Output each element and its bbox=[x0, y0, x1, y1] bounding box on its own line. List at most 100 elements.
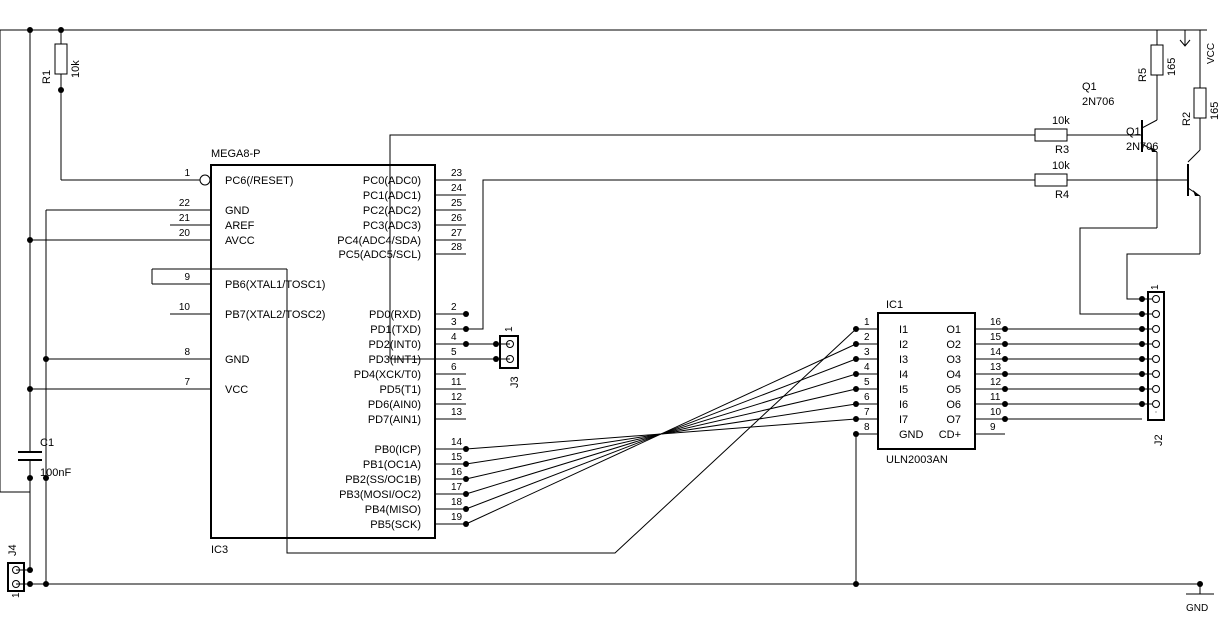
ic3-pin-label: PB0(ICP) bbox=[375, 444, 421, 456]
j2-pin-icon bbox=[1152, 295, 1160, 303]
ic3-pin-label: PC4(ADC4/SDA) bbox=[337, 235, 421, 247]
q1-value: 2N706 bbox=[1082, 96, 1114, 108]
c1-name: C1 bbox=[40, 437, 54, 449]
r1-name: R1 bbox=[41, 70, 53, 84]
r2-value: 165 bbox=[1209, 102, 1221, 120]
ic3-pin-number: 20 bbox=[179, 228, 191, 239]
pin-junction bbox=[1002, 386, 1008, 392]
ic3-pin-label: GND bbox=[225, 205, 250, 217]
ic3-pin-label: PB6(XTAL1/TOSC1) bbox=[225, 279, 325, 291]
pin-junction bbox=[853, 326, 859, 332]
ic3-pin-label: PD7(AIN1) bbox=[368, 414, 421, 426]
j2-name: J2 bbox=[1153, 434, 1165, 446]
ic3-pin-number: 13 bbox=[451, 407, 463, 418]
ic3-pin-label: PB1(OC1A) bbox=[363, 459, 421, 471]
pin-junction bbox=[1002, 371, 1008, 377]
ic1-pin-label: O4 bbox=[946, 369, 961, 381]
ic3-pin-label: PD3(INT1) bbox=[368, 354, 421, 366]
ic3-left-pins: 1PC6(/RESET)22GND21AREF20AVCC9PB6(XTAL1/… bbox=[170, 168, 325, 396]
vcc-symbol: VCC bbox=[1193, 29, 1217, 75]
ic3-pin-number: 5 bbox=[451, 347, 457, 358]
r1-value: 10k bbox=[70, 60, 82, 78]
pb-to-uln-wires bbox=[465, 343, 857, 525]
pin-junction bbox=[1002, 326, 1008, 332]
resistor-r4: 10k R4 bbox=[466, 160, 1188, 330]
r3-name: R3 bbox=[1055, 144, 1069, 156]
capacitor-c1: C1 100nF bbox=[18, 30, 71, 492]
j3-pin1: 1 bbox=[504, 326, 515, 332]
ic3-pin-label: AVCC bbox=[225, 235, 255, 247]
ic3-pin-label: PD2(INT0) bbox=[368, 339, 421, 351]
q-outputs bbox=[1079, 227, 1200, 315]
ic1-pin-label: I4 bbox=[899, 369, 908, 381]
arrow-down-icon bbox=[1179, 30, 1191, 47]
ic1-pin-number: 5 bbox=[864, 377, 870, 388]
ic1-pin-label: I2 bbox=[899, 339, 908, 351]
ic3-pin-number: 16 bbox=[451, 467, 463, 478]
ic3-pin-number: 25 bbox=[451, 198, 463, 209]
ic3-pin-number: 1 bbox=[184, 168, 190, 179]
ic3-pin-number: 12 bbox=[451, 392, 463, 403]
ic1-pin-number: 15 bbox=[990, 332, 1002, 343]
j2-pin-icon bbox=[1152, 400, 1160, 408]
ic1-pin-label: O3 bbox=[946, 354, 961, 366]
ic1-pin-number: 6 bbox=[864, 392, 870, 403]
ic3-pin-label: PC3(ADC3) bbox=[363, 220, 421, 232]
ic1-pin-label: GND bbox=[899, 429, 924, 441]
ic3-pin-label: PD0(RXD) bbox=[369, 309, 421, 321]
pin-junction bbox=[1002, 416, 1008, 422]
j2-pin-icon bbox=[1152, 385, 1160, 393]
ic3-pin-number: 26 bbox=[451, 213, 463, 224]
ic3-pin-label: PC0(ADC0) bbox=[363, 175, 421, 187]
pb6-loop bbox=[151, 268, 857, 554]
ic1-pin-number: 3 bbox=[864, 347, 870, 358]
vcc-label: VCC bbox=[1206, 43, 1217, 64]
j4-pin1: 1 bbox=[11, 592, 22, 598]
ic1-pin-number: 1 bbox=[864, 317, 870, 328]
j2-pin-icon bbox=[1152, 325, 1160, 333]
r5-name: R5 bbox=[1137, 68, 1149, 82]
resistor-r1: R1 10k bbox=[41, 30, 192, 181]
ic3-pin-label: AREF bbox=[225, 220, 255, 232]
ic1-pin-label: I7 bbox=[899, 414, 908, 426]
ic1-pin-label: O2 bbox=[946, 339, 961, 351]
ic3-pin-label: PC2(ADC2) bbox=[363, 205, 421, 217]
q2-value: 2N706 bbox=[1126, 141, 1158, 153]
connector-j4: J4 1 bbox=[7, 544, 33, 598]
pin-junction bbox=[1002, 341, 1008, 347]
ic3-pin-label: PD5(T1) bbox=[379, 384, 421, 396]
ic1-uln2003: IC1 ULN2003AN 1I12I23I34I45I56I67I78GND … bbox=[853, 299, 1142, 466]
ic3-pin-number: 14 bbox=[451, 437, 463, 448]
connector-j2: 1 J2 bbox=[1139, 284, 1165, 446]
ic3-pin-number: 10 bbox=[179, 302, 191, 313]
ic3-pin-number: 22 bbox=[179, 198, 191, 209]
j2-pins bbox=[1139, 295, 1160, 413]
ic1-pin-number: 7 bbox=[864, 407, 870, 418]
ic3-pin-number: 9 bbox=[184, 272, 190, 283]
ic3-pin-number: 11 bbox=[451, 377, 462, 388]
resistor-r5: R5 165 bbox=[1137, 30, 1178, 120]
ic1-pin-label: I6 bbox=[899, 399, 908, 411]
ic1-pin-number: 14 bbox=[990, 347, 1002, 358]
crossing-wire bbox=[465, 343, 857, 525]
q2-name: Q1 bbox=[1126, 126, 1141, 138]
r3-value: 10k bbox=[1052, 115, 1070, 127]
ic3-pin-number: 23 bbox=[451, 168, 463, 179]
ic3-pin-number: 15 bbox=[451, 452, 463, 463]
ic3-pin-number: 18 bbox=[451, 497, 463, 508]
r4-name: R4 bbox=[1055, 189, 1069, 201]
transistor-q2: Q1 2N706 bbox=[1126, 126, 1201, 254]
vcc-rail bbox=[0, 29, 1200, 570]
r4-value: 10k bbox=[1052, 160, 1070, 172]
ic1-name: IC1 bbox=[886, 299, 903, 311]
ic1-pin-label: O5 bbox=[946, 384, 961, 396]
ic1-part: ULN2003AN bbox=[886, 454, 948, 466]
ic1-pin-number: 16 bbox=[990, 317, 1002, 328]
ic3-pin-label: GND bbox=[225, 354, 250, 366]
ic3-pin-number: 21 bbox=[179, 213, 191, 224]
ic1-pin-label: CD+ bbox=[939, 429, 961, 441]
ic3-right-pins: 23PC0(ADC0)24PC1(ADC1)25PC2(ADC2)26PC3(A… bbox=[337, 168, 469, 531]
ic3-pin-number: 8 bbox=[184, 347, 190, 358]
ic3-pin-label: PB3(MOSI/OC2) bbox=[339, 489, 421, 501]
